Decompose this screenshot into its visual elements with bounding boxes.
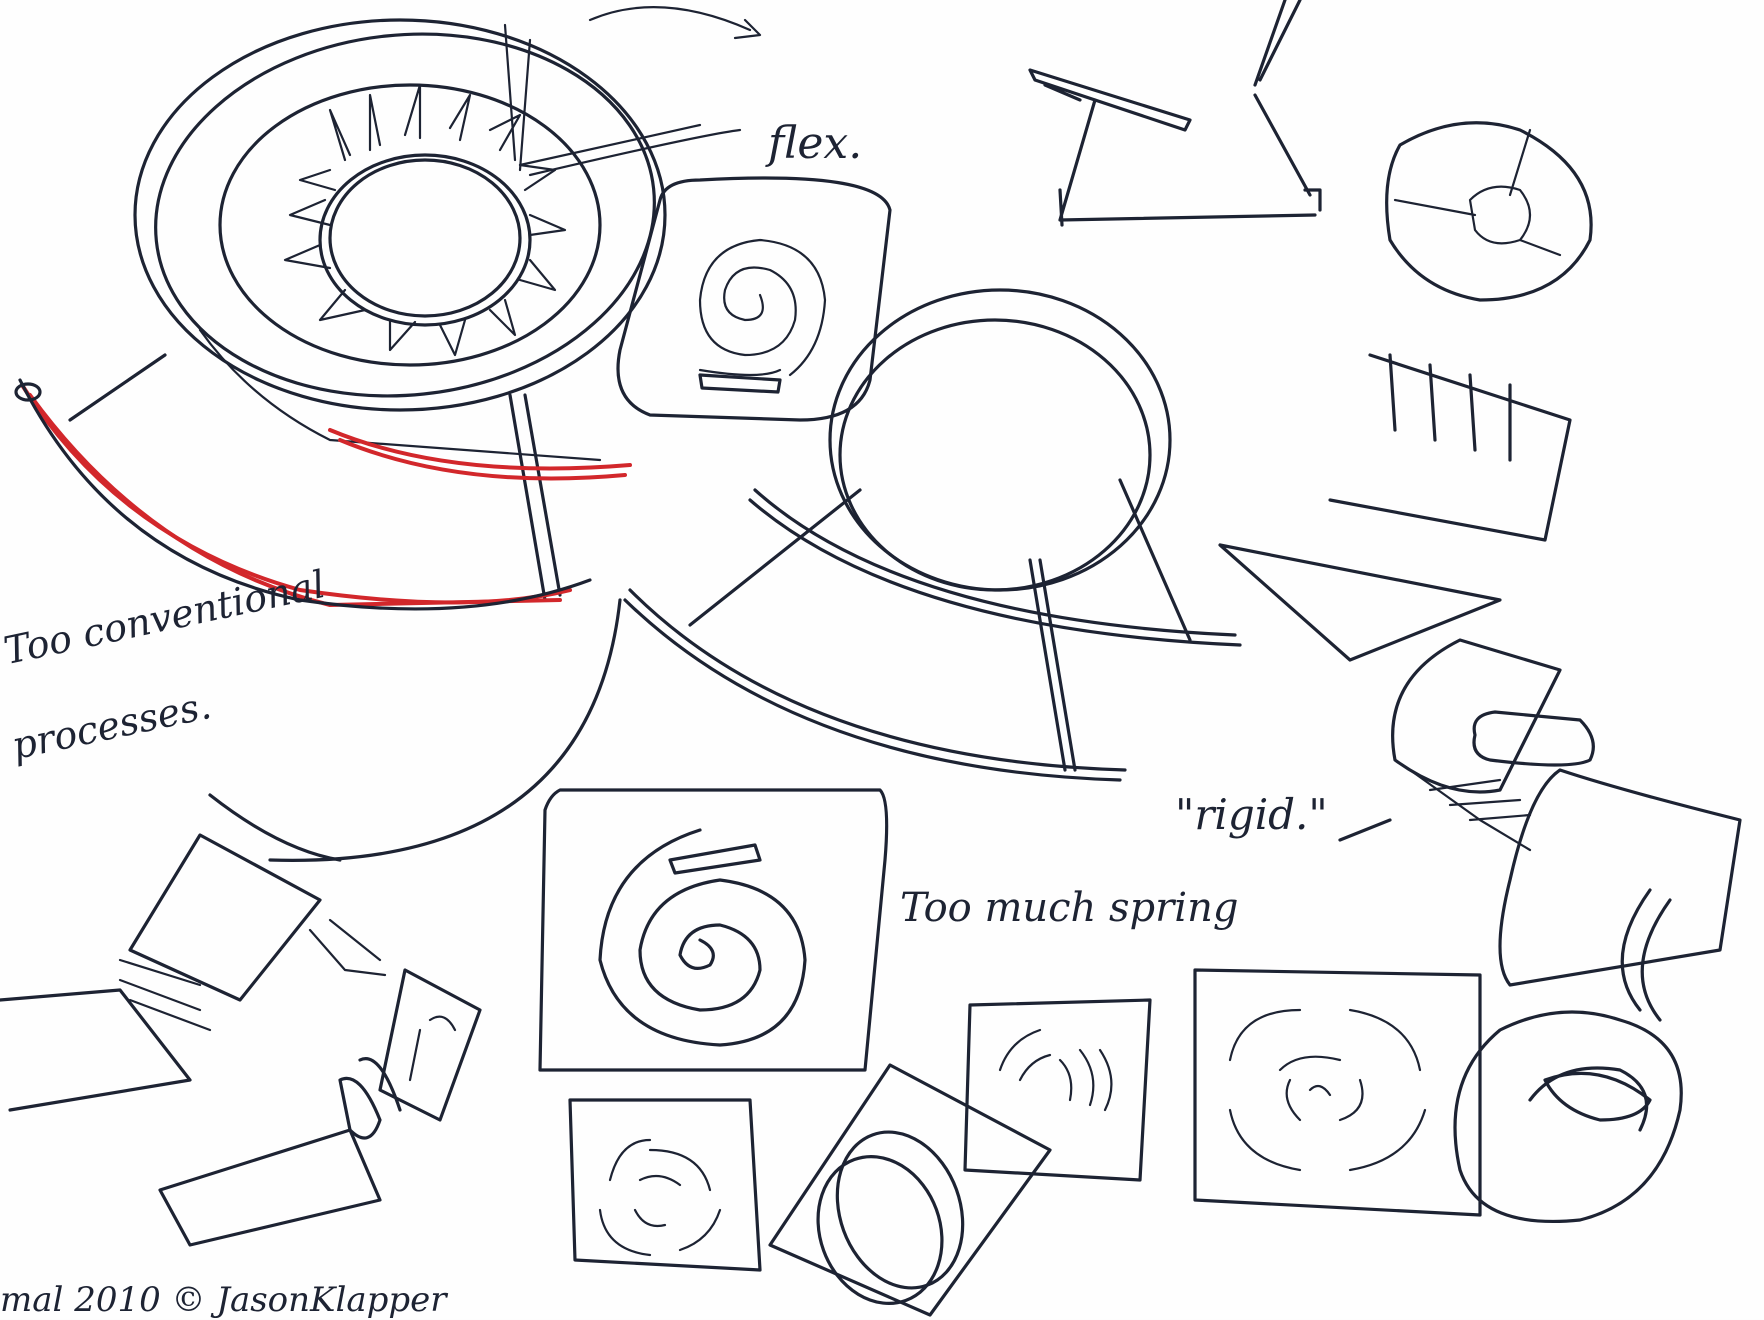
rigid-joint-sketch xyxy=(1340,640,1593,850)
linkage-sketch xyxy=(0,835,480,1245)
concentric-square-small xyxy=(570,1100,760,1270)
note-flex: flex. xyxy=(768,118,862,169)
pod-chair-sketch xyxy=(1455,770,1740,1221)
comb-chair-sketch xyxy=(1220,355,1570,660)
note-rigid: "rigid." xyxy=(1175,790,1328,839)
note-copyright: mal 2010 © JasonKlapper xyxy=(0,1280,447,1320)
red-rocker-strokes xyxy=(16,380,630,609)
note-too-much-spring: Too much spring xyxy=(900,885,1238,931)
arrow-stroke-top xyxy=(590,7,760,38)
rocker-chair-center xyxy=(625,290,1240,780)
concentric-square-large xyxy=(1195,970,1480,1215)
spiral-square-large xyxy=(540,790,887,1070)
tilted-square-ovals xyxy=(770,1000,1150,1319)
cube-sketch xyxy=(1387,123,1591,300)
table-sketch xyxy=(1030,0,1320,225)
spiral-square-small xyxy=(618,178,890,420)
